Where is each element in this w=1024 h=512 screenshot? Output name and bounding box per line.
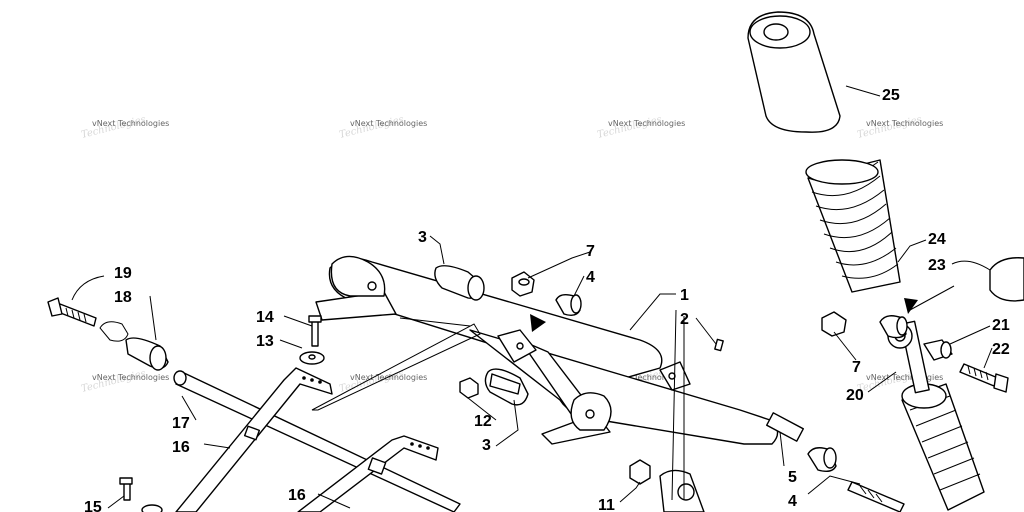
rail-right: [297, 435, 439, 512]
svg-text:vNext Technologies: vNext Technologies: [608, 119, 685, 128]
svg-text:vNext Technologies: vNext Technologies: [866, 373, 943, 382]
callout-4-lower: 4: [788, 493, 797, 510]
callout-19: 19: [114, 265, 132, 282]
callout-2: 2: [680, 311, 689, 328]
lock-nut-upper: [511, 271, 535, 297]
lock-nut-right: [821, 311, 847, 337]
svg-text:vNext Technologies: vNext Technologies: [608, 373, 685, 382]
washer: [299, 351, 325, 365]
callout-18: 18: [114, 289, 132, 306]
callout-23: 23: [928, 257, 946, 274]
lock-nut-center: [459, 377, 479, 399]
callout-5: 5: [788, 469, 797, 486]
bolt-bottom-left: [119, 477, 163, 512]
watermark-3: Technologies vNext Technologies: [596, 114, 685, 141]
grease-fitting: [714, 338, 724, 352]
watermark-2: Technologies vNext Technologies: [338, 114, 427, 141]
watermark-5: Technologies vNext Technologies: [80, 368, 169, 395]
callout-25: 25: [882, 87, 900, 104]
callout-20: 20: [846, 387, 864, 404]
callout-16-left: 16: [172, 439, 190, 456]
leader-lines: [71, 85, 993, 509]
callout-4-upper: 4: [586, 269, 595, 286]
callout-7-upper: 7: [586, 243, 595, 260]
callout-11: 11: [598, 497, 615, 512]
watermark-4: Technologies vNext Technologies: [856, 114, 943, 141]
direction-arrow-1: [530, 314, 546, 332]
svg-text:vNext Technologies: vNext Technologies: [92, 373, 169, 382]
callout-15: 15: [84, 499, 102, 512]
callout-14: 14: [256, 309, 274, 326]
callout-17: 17: [172, 415, 190, 432]
direction-arrow-2: [904, 298, 918, 314]
arm-linkage: [311, 317, 481, 411]
callout-22: 22: [992, 341, 1010, 358]
callout-21: 21: [992, 317, 1010, 334]
spacer-bushing: [923, 339, 953, 361]
spring-retainer: [989, 257, 1024, 302]
watermark-1: Technologies vNext Technologies: [80, 114, 169, 141]
shock-boot: [747, 11, 841, 133]
bushing-sleeve-upper: [434, 265, 485, 301]
bushing-upper: [555, 293, 582, 317]
lock-nut-lower: [629, 459, 651, 485]
callout-3-upper: 3: [418, 229, 427, 246]
bushing-shock-mount: [879, 298, 918, 339]
small-bolt: [308, 315, 322, 347]
svg-text:vNext Technologies: vNext Technologies: [350, 373, 427, 382]
bushing-lower-right: [807, 447, 837, 473]
bushing-sleeve-lower: [484, 368, 529, 406]
callout-1: 1: [680, 287, 689, 304]
bracket-lower: [659, 469, 705, 512]
svg-text:vNext Technologies: vNext Technologies: [350, 119, 427, 128]
callout-24: 24: [928, 231, 946, 248]
shock-bolt: [959, 363, 1009, 393]
callout-16-right: 16: [288, 487, 306, 504]
svg-text:vNext Technologies: vNext Technologies: [92, 119, 169, 128]
rear-spacer: [99, 321, 169, 371]
rail-left: [175, 367, 333, 512]
a-arm: [315, 255, 804, 445]
pivot-bolt: [847, 481, 905, 512]
svg-text:vNext Technologies: vNext Technologies: [866, 119, 943, 128]
callout-13: 13: [256, 333, 274, 350]
callout-3-lower: 3: [482, 437, 491, 454]
coil-spring: [805, 159, 901, 293]
rear-bolt: [47, 297, 97, 327]
callout-7-right: 7: [852, 359, 861, 376]
callout-12: 12: [474, 413, 492, 430]
